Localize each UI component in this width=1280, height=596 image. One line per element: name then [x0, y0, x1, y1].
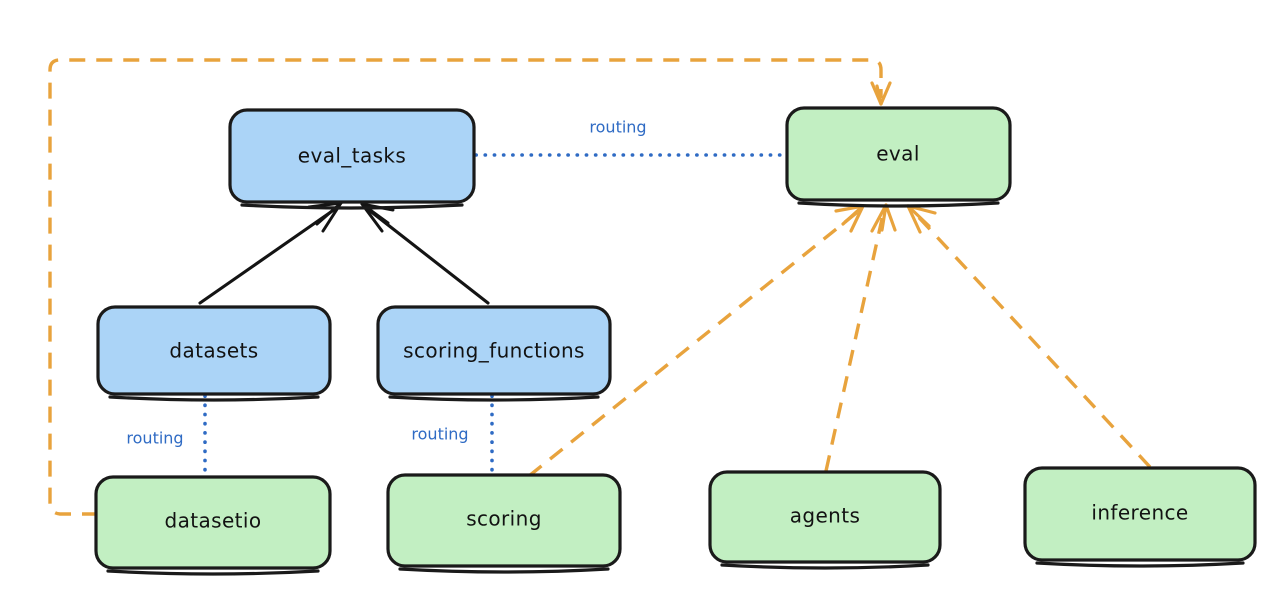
- node-eval-tasks-shadow: [240, 203, 464, 210]
- node-datasets-box[interactable]: [96, 305, 332, 396]
- edge-scoring-to-eval-arrowhead-inner: [841, 204, 865, 226]
- node-scoring-functions[interactable]: scoring_functions: [376, 305, 612, 402]
- node-datasets[interactable]: datasets: [96, 305, 332, 402]
- node-scoring[interactable]: scoring: [386, 473, 622, 574]
- edge-datasetio-to-eval-arrowhead-inner: [875, 84, 883, 106]
- edge-label-routing-scoring-functions-scoring: routing: [411, 425, 468, 444]
- node-datasetio-shadow: [106, 569, 320, 576]
- node-scoring-label: scoring: [466, 507, 542, 531]
- edge-datasets-to-eval-tasks-path: [198, 205, 340, 305]
- edge-label-routing-datasets-datasetio: routing: [126, 429, 183, 448]
- node-eval-box[interactable]: [785, 106, 1012, 202]
- node-agents-shadow: [720, 563, 930, 570]
- node-agents-label: agents: [790, 504, 861, 528]
- node-eval-tasks-box[interactable]: [228, 108, 476, 204]
- edge-inference-to-eval-path: [910, 208, 1152, 469]
- node-eval-label: eval: [876, 142, 920, 166]
- edge-datasetio-to-eval: [48, 58, 892, 516]
- node-datasets-shadow: [108, 395, 320, 402]
- edge-agents-to-eval-arrowhead-inner: [880, 203, 888, 232]
- node-inference-shadow: [1035, 561, 1245, 568]
- node-datasetio-box[interactable]: [94, 475, 332, 570]
- edge-agents-to-eval-path: [824, 209, 886, 472]
- node-datasets-label: datasets: [169, 339, 258, 363]
- node-scoring-functions-box[interactable]: [376, 305, 612, 396]
- edge-datasetio-to-eval-path: [48, 58, 883, 516]
- edge-label-routing-eval-tasks-eval: routing: [589, 118, 646, 137]
- node-datasetio[interactable]: datasetio: [94, 475, 332, 576]
- edge-scoring-functions-to-eval-tasks: [360, 202, 490, 305]
- node-inference-box[interactable]: [1023, 466, 1257, 562]
- edge-scoring-to-eval-path: [527, 208, 862, 478]
- node-scoring-shadow: [398, 567, 610, 574]
- node-inference[interactable]: inference: [1023, 466, 1257, 568]
- node-datasetio-label: datasetio: [164, 509, 261, 533]
- node-eval-tasks-label: eval_tasks: [298, 144, 406, 168]
- node-inference-label: inference: [1091, 501, 1188, 525]
- node-agents-box[interactable]: [708, 470, 942, 564]
- node-eval-tasks[interactable]: eval_tasks: [228, 108, 476, 210]
- edge-inference-to-eval: [906, 204, 1152, 469]
- edge-agents-to-eval: [824, 203, 897, 472]
- node-agents[interactable]: agents: [708, 470, 942, 570]
- edge-inference-to-eval-arrowhead-inner: [906, 204, 931, 228]
- node-eval[interactable]: eval: [785, 106, 1012, 208]
- node-scoring-functions-label: scoring_functions: [403, 339, 585, 363]
- node-scoring-functions-shadow: [388, 395, 600, 402]
- edge-datasets-to-eval-tasks: [198, 201, 343, 305]
- node-scoring-box[interactable]: [386, 473, 622, 568]
- node-eval-shadow: [797, 201, 1000, 208]
